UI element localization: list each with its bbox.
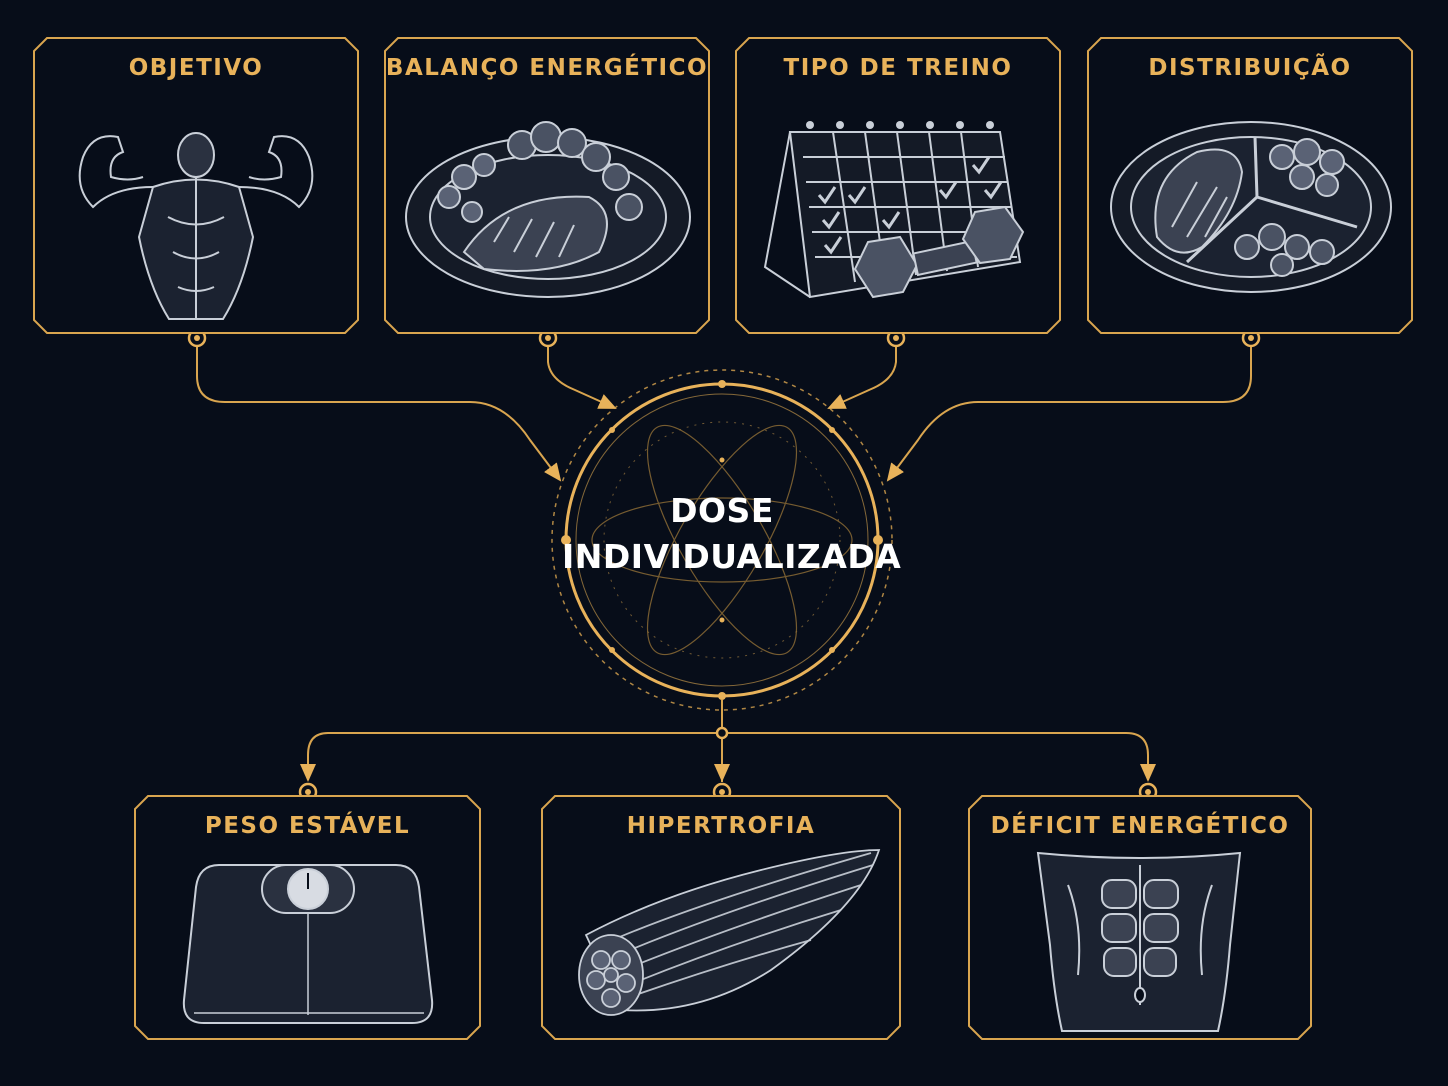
hub-title-line1: DOSE (670, 491, 774, 530)
hub-ring (551, 369, 893, 711)
panel-title: DÉFICIT ENERGÉTICO (990, 813, 1290, 839)
connector-peso (300, 732, 329, 782)
calendar-dumbbell-icon (763, 121, 1025, 299)
divided-plate-icon (1110, 121, 1392, 293)
connector-balanco (547, 346, 617, 409)
connector-distribuicao (886, 346, 1252, 482)
panel-peso-estavel: PESO ESTÁVEL (134, 795, 481, 1040)
flexing-back-icon (78, 132, 314, 320)
panel-title: OBJETIVO (128, 55, 264, 81)
panel-hipertrofia: HIPERTROFIA (541, 795, 901, 1040)
connector-objetivo (196, 346, 562, 482)
panel-title: BALANÇO ENERGÉTICO (385, 55, 709, 81)
panel-objetivo: OBJETIVO (33, 37, 359, 334)
hub-title: DOSE INDIVIDUALIZADA (562, 488, 902, 580)
food-plate-icon (405, 121, 691, 298)
panel-title: DISTRIBUIÇÃO (1148, 55, 1352, 81)
bathroom-scale-icon (182, 864, 434, 1024)
panel-distribuicao: DISTRIBUIÇÃO (1087, 37, 1413, 334)
connector-treino (827, 346, 897, 409)
panel-tipo-de-treino: TIPO DE TREINO (735, 37, 1061, 334)
hub-title-line2: INDIVIDUALIZADA (562, 537, 902, 576)
muscle-fiber-icon (578, 849, 881, 1016)
connector-deficit (1125, 732, 1156, 782)
abs-torso-icon (1036, 851, 1242, 1032)
panel-title: PESO ESTÁVEL (204, 813, 411, 839)
panel-deficit-energetico: DÉFICIT ENERGÉTICO (968, 795, 1312, 1040)
panel-title: HIPERTROFIA (626, 813, 816, 839)
panel-balanco-energetico: BALANÇO ENERGÉTICO (384, 37, 710, 334)
panel-title: TIPO DE TREINO (783, 55, 1013, 81)
